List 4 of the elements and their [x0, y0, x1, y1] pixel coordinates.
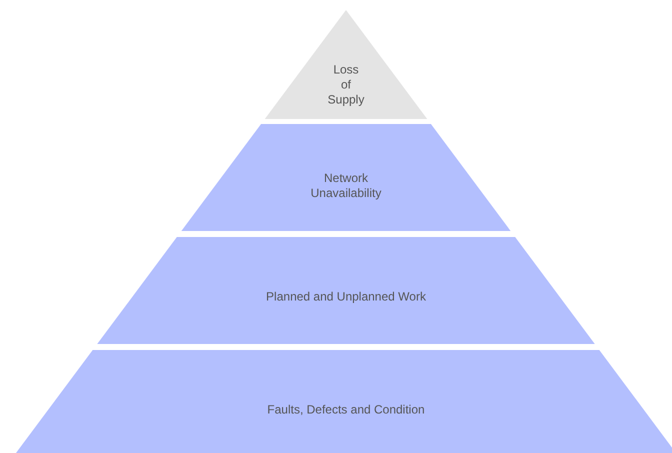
- tier-label: Faults, Defects and Condition: [266, 402, 426, 418]
- tier-label: Planned and Unplanned Work: [265, 290, 427, 304]
- tier-label: Network Unavailability: [310, 171, 382, 201]
- tier-label: Loss of Supply: [328, 62, 364, 108]
